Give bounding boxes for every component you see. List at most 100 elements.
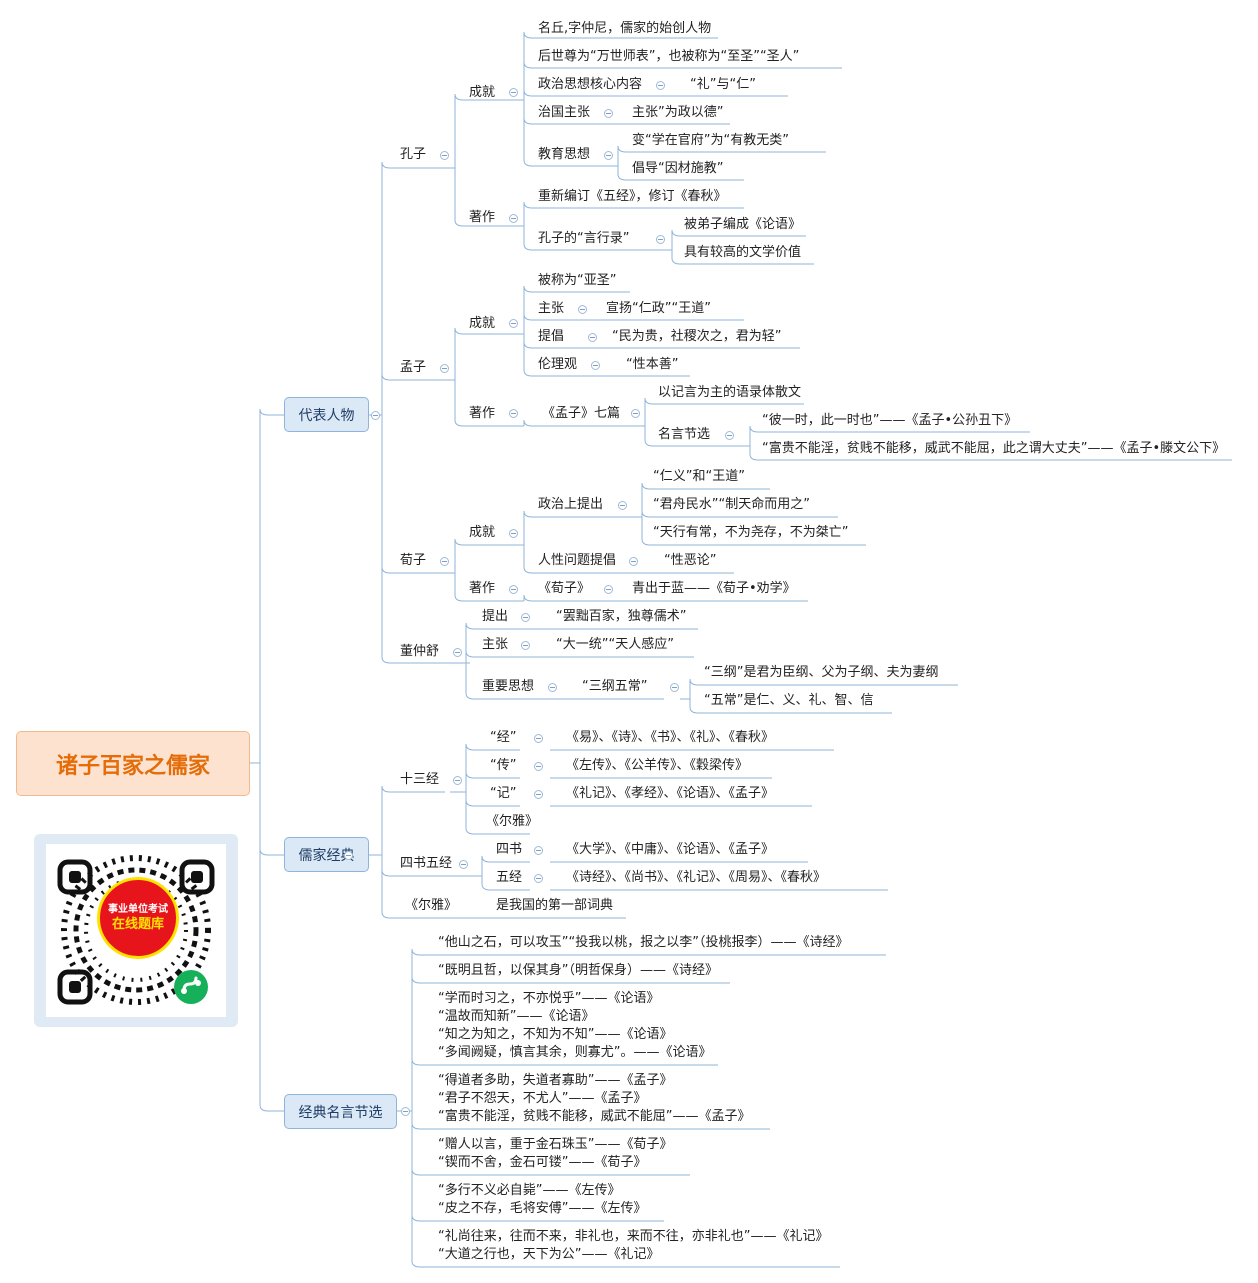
node-mengzi-achievements[interactable]: 成就 <box>469 316 496 331</box>
node-mengzi-ach-4[interactable]: 伦理观 <box>538 357 578 372</box>
node-four-books-value[interactable]: 《大学》、《中庸》、《论语》、《孟子》 <box>566 842 775 857</box>
node-four-books-five-classics[interactable]: 四书五经 <box>400 856 453 871</box>
node-four-books[interactable]: 四书 <box>496 842 523 857</box>
collapse-toggle-icon[interactable] <box>453 776 462 785</box>
collapse-toggle-icon[interactable] <box>629 557 638 566</box>
node-five-classics-value[interactable]: 《诗经》、《尚书》、《礼记》、《周易》、《春秋》 <box>566 870 827 885</box>
node-jing-value[interactable]: 《易》、《诗》、《书》、《礼》、《春秋》 <box>566 730 775 745</box>
node-thirteen-classics[interactable]: 十三经 <box>400 772 440 787</box>
node-mengzi-ach-4-value[interactable]: “性本善” <box>626 357 679 372</box>
collapse-toggle-icon[interactable] <box>604 109 613 118</box>
node-jing[interactable]: “经” <box>490 730 517 745</box>
node-mengzi-ach-2[interactable]: 主张 <box>538 301 565 316</box>
node-mengzi-works-style[interactable]: 以记言为主的语录体散文 <box>658 385 802 400</box>
collapse-toggle-icon[interactable] <box>534 790 543 799</box>
collapse-toggle-icon[interactable] <box>588 333 597 342</box>
node-mengzi-ach-3[interactable]: 提倡 <box>538 329 565 344</box>
node-ji[interactable]: “记” <box>490 786 517 801</box>
collapse-toggle-icon[interactable] <box>459 860 468 869</box>
node-mengzi-ach-2-value[interactable]: 宣扬“仁政”“王道” <box>606 301 711 316</box>
collapse-toggle-icon[interactable] <box>440 557 449 566</box>
node-kongzi-works-2-value-1[interactable]: 被弟子编成《论语》 <box>684 217 802 232</box>
node-zhuan[interactable]: “传” <box>490 758 517 773</box>
quote-group-1[interactable]: “他山之石，可以攻玉”“投我以桃，报之以李”（投桃报李）——《诗经》 <box>438 935 848 951</box>
node-mengzi-quotes[interactable]: 名言节选 <box>658 427 711 442</box>
node-xunzi-political-1[interactable]: “仁义”和“王道” <box>653 469 745 484</box>
node-ji-value[interactable]: 《礼记》、《孝经》、《论语》、《孟子》 <box>566 786 775 801</box>
quote-group-5[interactable]: “赠人以言，重于金石珠玉”——《荀子》 “锲而不舍，金石可镂”——《荀子》 <box>438 1137 672 1171</box>
collapse-toggle-icon[interactable] <box>401 1107 410 1116</box>
node-dong-zhongshu[interactable]: 董仲舒 <box>400 644 440 659</box>
collapse-toggle-icon[interactable] <box>509 319 518 328</box>
node-mengzi-quote-2[interactable]: “富贵不能淫，贫贱不能移，威武不能屈，此之谓大丈夫”——《孟子•滕文公下》 <box>762 441 1226 456</box>
quote-group-4[interactable]: “得道者多助，失道者寡助”——《孟子》 “君子不怨天，不尤人”——《孟子》 “富… <box>438 1073 750 1125</box>
node-kongzi-ach-4[interactable]: 治国主张 <box>538 105 591 120</box>
collapse-toggle-icon[interactable] <box>631 409 640 418</box>
node-xunzi-human-nature-value[interactable]: “性恶论” <box>664 553 717 568</box>
collapse-toggle-icon[interactable] <box>453 648 462 657</box>
node-dong-proposal-value[interactable]: “罢黜百家，独尊儒术” <box>556 609 687 624</box>
collapse-toggle-icon[interactable] <box>534 846 543 855</box>
quote-group-2[interactable]: “既明且哲，以保其身”（明哲保身）——《诗经》 <box>438 963 718 979</box>
collapse-toggle-icon[interactable] <box>521 641 530 650</box>
collapse-toggle-icon[interactable] <box>440 364 449 373</box>
node-mengzi[interactable]: 孟子 <box>400 360 427 375</box>
node-xunzi-achievements[interactable]: 成就 <box>469 525 496 540</box>
node-dong-three-cardinal[interactable]: “三纲”是君为臣纲、父为子纲、夫为妻纲 <box>704 665 939 680</box>
node-kongzi-works-2-value-2[interactable]: 具有较高的文学价值 <box>684 245 802 260</box>
collapse-toggle-icon[interactable] <box>670 683 679 692</box>
node-kongzi-ach-5[interactable]: 教育思想 <box>538 147 591 162</box>
collapse-toggle-icon[interactable] <box>371 411 380 420</box>
collapse-toggle-icon[interactable] <box>604 585 613 594</box>
collapse-toggle-icon[interactable] <box>725 431 734 440</box>
node-kongzi-ach-3[interactable]: 政治思想核心内容 <box>538 77 643 92</box>
node-xunzi-political-2[interactable]: “君舟民水”“制天命而用之” <box>653 497 810 512</box>
node-mengzi-works-book[interactable]: 《孟子》七篇 <box>542 406 621 421</box>
node-kongzi-ach-5-value-2[interactable]: 倡导“因材施教” <box>632 161 724 176</box>
node-dong-advocate-value[interactable]: “大一统”“天人感应” <box>556 637 674 652</box>
collapse-toggle-icon[interactable] <box>534 734 543 743</box>
quote-group-3[interactable]: “学而时习之，不亦悦乎”——《论语》 “温故而知新”——《论语》 “知之为知之，… <box>438 991 711 1061</box>
node-xunzi-political[interactable]: 政治上提出 <box>538 497 604 512</box>
collapse-toggle-icon[interactable] <box>344 851 353 860</box>
collapse-toggle-icon[interactable] <box>509 88 518 97</box>
collapse-toggle-icon[interactable] <box>521 613 530 622</box>
node-kongzi-ach-3-value[interactable]: “礼”与“仁” <box>690 77 756 92</box>
node-xunzi-works-quote[interactable]: 青出于蓝——《荀子•劝学》 <box>632 581 796 596</box>
node-erya-2[interactable]: 《尔雅》 <box>405 898 458 913</box>
branch-representative-figures[interactable]: 代表人物 <box>284 397 369 432</box>
node-xunzi-works-book[interactable]: 《荀子》 <box>538 581 591 596</box>
node-five-classics[interactable]: 五经 <box>496 870 523 885</box>
node-dong-advocate[interactable]: 主张 <box>482 637 509 652</box>
branch-classic-quotes[interactable]: 经典名言节选 <box>284 1094 397 1129</box>
node-mengzi-ach-3-value[interactable]: “民为贵，社稷次之，君为轻” <box>612 329 782 344</box>
node-kongzi-works-1[interactable]: 重新编订《五经》，修订《春秋》 <box>538 189 727 204</box>
node-xunzi-human-nature[interactable]: 人性问题提倡 <box>538 553 617 568</box>
node-kongzi-ach-4-value[interactable]: 主张”为政以德” <box>632 105 724 120</box>
node-mengzi-ach-1[interactable]: 被称为“亚圣” <box>538 273 617 288</box>
collapse-toggle-icon[interactable] <box>534 762 543 771</box>
node-xunzi-works[interactable]: 著作 <box>469 581 496 596</box>
node-zhuan-value[interactable]: 《左传》、《公羊传》、《穀梁传》 <box>566 758 749 773</box>
branch-confucian-classics[interactable]: 儒家经典 <box>284 837 369 872</box>
node-xunzi[interactable]: 荀子 <box>400 553 427 568</box>
collapse-toggle-icon[interactable] <box>440 151 449 160</box>
node-kongzi-works-2[interactable]: 孔子的“言行录” <box>538 231 630 246</box>
node-kongzi-achievements[interactable]: 成就 <box>469 85 496 100</box>
collapse-toggle-icon[interactable] <box>548 683 557 692</box>
collapse-toggle-icon[interactable] <box>509 585 518 594</box>
collapse-toggle-icon[interactable] <box>618 501 627 510</box>
collapse-toggle-icon[interactable] <box>578 305 587 314</box>
collapse-toggle-icon[interactable] <box>656 235 665 244</box>
node-dong-thought-value[interactable]: “三纲五常” <box>582 679 648 694</box>
node-dong-five-constant[interactable]: “五常”是仁、义、礼、智、信 <box>704 693 874 708</box>
node-kongzi-ach-5-value-1[interactable]: 变“学在官府”为“有教无类” <box>632 133 789 148</box>
collapse-toggle-icon[interactable] <box>604 151 613 160</box>
collapse-toggle-icon[interactable] <box>509 529 518 538</box>
node-erya[interactable]: 《尔雅》 <box>486 814 539 829</box>
collapse-toggle-icon[interactable] <box>656 81 665 90</box>
quote-group-7[interactable]: “礼尚往来，往而不来，非礼也，来而不往，亦非礼也”——《礼记》 “大道之行也，天… <box>438 1229 828 1263</box>
node-dong-thought[interactable]: 重要思想 <box>482 679 535 694</box>
node-erya-2-value[interactable]: 是我国的第一部词典 <box>496 898 614 913</box>
collapse-toggle-icon[interactable] <box>534 874 543 883</box>
